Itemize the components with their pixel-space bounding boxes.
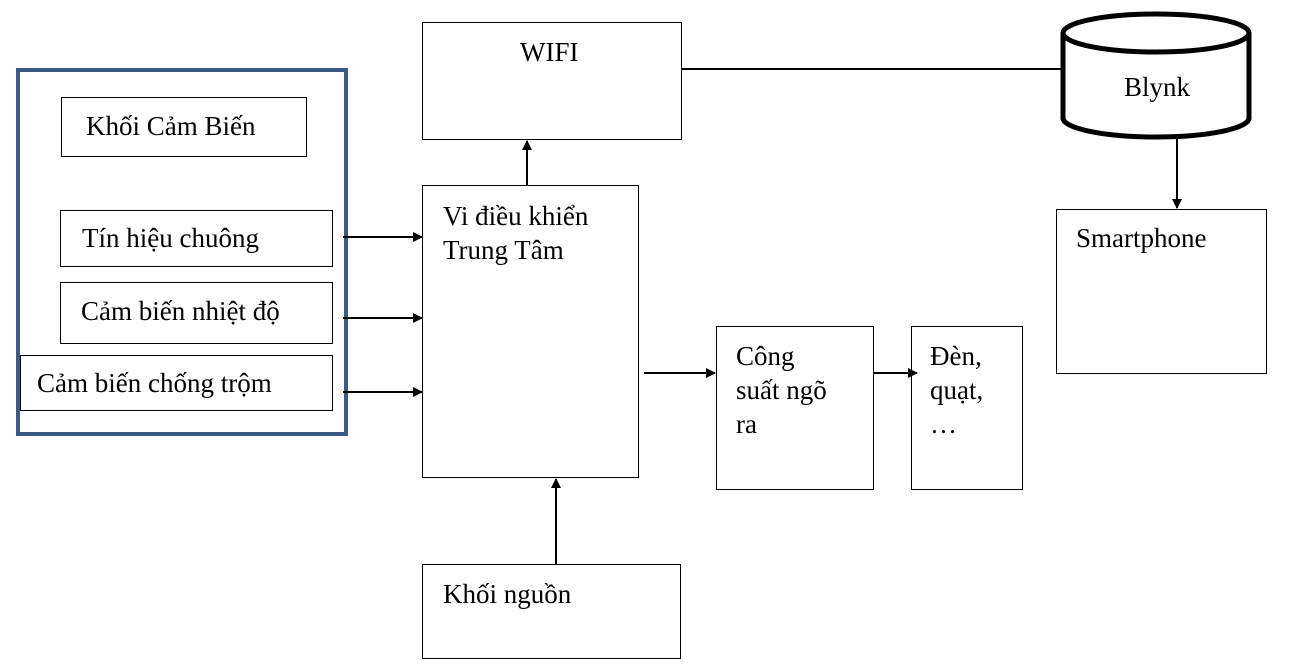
mcu-box: Vi điều khiển Trung Tâm xyxy=(422,185,639,478)
sensor-group-frame xyxy=(16,68,348,436)
sensor-block-title: Khối Cảm Biến xyxy=(86,111,256,141)
sensor-block-title-box: Khối Cảm Biến xyxy=(61,97,307,157)
sensor-item-label: Cảm biến chống trộm xyxy=(37,368,272,398)
output-power-label: Công suất ngõ ra xyxy=(736,341,827,439)
devices-box: Đèn, quạt, … xyxy=(911,326,1023,490)
wifi-label: WIFI xyxy=(520,37,579,67)
power-supply-box: Khối nguồn xyxy=(422,564,681,659)
blynk-database-cylinder: Blynk xyxy=(1060,11,1252,140)
sensor-item-bell-signal: Tín hiệu chuông xyxy=(60,210,333,267)
sensor-item-label: Cảm biến nhiệt độ xyxy=(81,296,280,326)
wifi-box: WIFI xyxy=(422,22,682,140)
mcu-label: Vi điều khiển Trung Tâm xyxy=(443,201,589,265)
sensor-item-label: Tín hiệu chuông xyxy=(82,223,259,253)
devices-label: Đèn, quạt, … xyxy=(930,341,984,439)
smartphone-box: Smartphone xyxy=(1056,209,1267,374)
power-supply-label: Khối nguồn xyxy=(443,579,572,609)
smartphone-label: Smartphone xyxy=(1076,223,1207,253)
sensor-item-temperature: Cảm biến nhiệt độ xyxy=(60,282,333,344)
output-power-box: Công suất ngõ ra xyxy=(716,326,874,490)
sensor-item-anti-theft: Cảm biến chống trộm xyxy=(20,355,333,411)
blynk-label: Blynk xyxy=(1124,72,1191,102)
